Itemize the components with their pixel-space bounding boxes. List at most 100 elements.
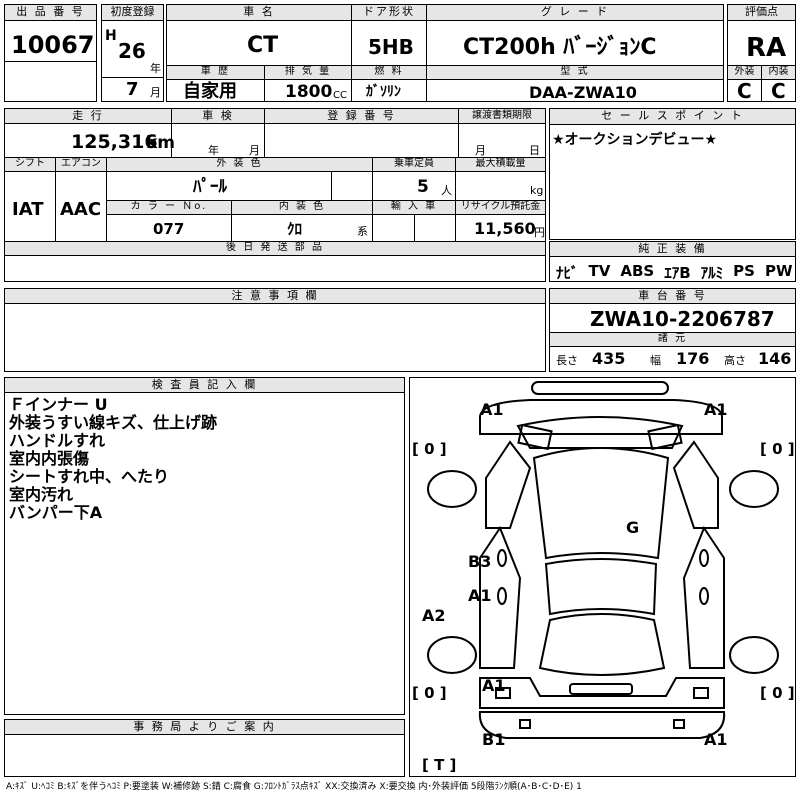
lot-number: 10067 (11, 31, 95, 59)
inspection-month-unit: 月 (249, 144, 260, 157)
grade: CT200h ﾊﾞｰｼﾞｮﾝC (463, 35, 657, 60)
deadline-day-unit: 日 (529, 144, 540, 157)
length-label: 長さ (556, 354, 578, 367)
inspector-label: 検 査 員 記 入 欄 (5, 378, 404, 393)
documents-deadline-label: 譲渡書類期限 (459, 109, 545, 124)
inspector-note-line: シートすれ中、へたり (9, 467, 170, 486)
vehicle-name-label: 車 名 (167, 5, 351, 21)
chassis-number: ZWA10-2206787 (590, 307, 775, 331)
score: RA (746, 33, 787, 63)
inspector-note-line: 室内汚れ (9, 485, 74, 504)
first-registration-cell: 初度登録 H 26 年 7 月 (101, 4, 164, 102)
shift: IAT (12, 199, 44, 220)
mileage-label: 走 行 (5, 109, 171, 124)
max-load-unit: kg (530, 184, 544, 197)
color-number-label: カ ラ ー Ｎo. (107, 201, 231, 215)
deadline-month-unit: 月 (475, 144, 486, 157)
score-cell: 評価点 RA 外装 内装 C C (727, 4, 796, 102)
interior-color-label: 内 装 色 (232, 201, 372, 215)
damage-mark: A1 (704, 400, 728, 419)
chassis-label: 車 台 番 号 (550, 289, 795, 304)
equipment-item: ABS (620, 262, 655, 280)
sales-point-cell: セ ー ル ス ポ イ ン ト ★オークションデビュー★ (549, 108, 796, 240)
inspection-label: 車 検 (172, 109, 264, 124)
sales-point-text: ★オークションデビュー★ (552, 132, 718, 148)
height-label: 高さ (724, 354, 746, 367)
shift-label: シフト (5, 158, 55, 172)
registration-month: 7 (126, 79, 139, 100)
recycle-unit: 円 (534, 226, 545, 239)
recycle-label: リサイクル預託金 (456, 201, 545, 215)
history: 自家用 (183, 81, 237, 102)
inspector-note-line: バンパー下A (9, 503, 103, 522)
width-label: 幅 (650, 354, 661, 367)
equipment-item: ｱﾙﾐ (700, 264, 724, 282)
door-type: 5HB (368, 35, 414, 59)
spec-label: 諸 元 (550, 333, 795, 347)
damage-diagram-cell: A1 A1 G B3 A1 A2 A1 B1 A1 [ 0 ] [ 0 ] [ … (409, 377, 796, 777)
exterior-label: 外装 (728, 66, 761, 80)
damage-mark: A2 (422, 606, 446, 625)
sales-point-label: セ ー ル ス ポ イ ン ト (550, 109, 795, 125)
month-unit: 月 (150, 86, 161, 99)
detail-block: 走 行 125,316 km 車 検 年 月 登 録 番 号 譲渡書類期限 月 … (4, 108, 546, 282)
damage-mark: A1 (480, 400, 504, 419)
equipment-item: ｴｱB (664, 264, 691, 282)
trunk-tire: [ T ] (422, 756, 457, 774)
interior-grade: C (771, 79, 786, 103)
inspection-year-unit: 年 (208, 144, 219, 157)
equipment-item: ﾅﾋﾞ (556, 264, 579, 282)
equipment-label: 純 正 装 備 (550, 242, 795, 257)
inspector-note-line: 室内内張傷 (9, 449, 90, 468)
tire-tread: [ 0 ] (412, 684, 447, 702)
max-load-label: 最大積載量 (456, 158, 545, 172)
later-parts-label: 後 日 発 送 部 品 (5, 242, 545, 256)
damage-mark: A1 (704, 730, 728, 749)
office-cell: 事 務 局 よ り ご 案 内 (4, 719, 405, 777)
damage-mark: B1 (482, 730, 506, 749)
tire-tread: [ 0 ] (760, 440, 795, 458)
capacity-unit: 人 (441, 184, 452, 197)
capacity-label: 乗車定員 (373, 158, 455, 172)
exterior-color-label: 外 装 色 (107, 158, 372, 172)
damage-mark: A1 (468, 586, 492, 605)
inspector-note-line: ハンドルすれ (9, 431, 106, 450)
legend: A:ｷｽﾞ U:ﾍｺﾐ B:ｷｽﾞを伴うﾍｺﾐ P:要塗装 W:補修跡 S:錆 … (6, 782, 582, 792)
first-registration-label: 初度登録 (102, 5, 163, 21)
displacement-unit: CC (333, 90, 347, 101)
vehicle-info-block: 車 名 CT ドア形状 5HB グ レ ー ド CT200h ﾊﾞｰｼﾞｮﾝC … (166, 4, 724, 102)
equipment-item: PS (733, 262, 755, 280)
registration-year: 26 (118, 39, 146, 63)
score-label: 評価点 (728, 5, 795, 21)
displacement: 1800 (285, 82, 333, 102)
vehicle-name: CT (247, 33, 279, 58)
damage-mark: A1 (482, 676, 506, 695)
grade-label: グ レ ー ド (427, 5, 723, 21)
tire-tread: [ 0 ] (412, 440, 447, 458)
length: 435 (592, 349, 626, 368)
car-diagram (427, 381, 779, 739)
interior-label: 内装 (762, 66, 795, 80)
width: 176 (676, 349, 710, 368)
height: 146 (758, 349, 792, 368)
history-label: 車 歴 (167, 66, 264, 80)
fuel: ｶﾞｿﾘﾝ (366, 84, 401, 100)
notes-cell: 注 意 事 項 欄 (4, 288, 546, 372)
registration-number-label: 登 録 番 号 (265, 109, 458, 124)
ac: AAC (60, 199, 102, 220)
model: DAA-ZWA10 (529, 83, 637, 102)
lot-number-label: 出 品 番 号 (5, 5, 96, 21)
interior-color: ｸﾛ (287, 220, 303, 238)
lot-number-cell: 出 品 番 号 10067 (4, 4, 97, 102)
equipment-item: TV (588, 262, 611, 280)
damage-mark: G (626, 518, 640, 537)
fuel-label: 燃 料 (352, 66, 426, 80)
exterior-color: ﾊﾟｰﾙ (193, 177, 227, 197)
recycle-fee: 11,560 (474, 219, 536, 238)
office-label: 事 務 局 よ り ご 案 内 (5, 720, 404, 735)
exterior-grade: C (737, 79, 752, 103)
